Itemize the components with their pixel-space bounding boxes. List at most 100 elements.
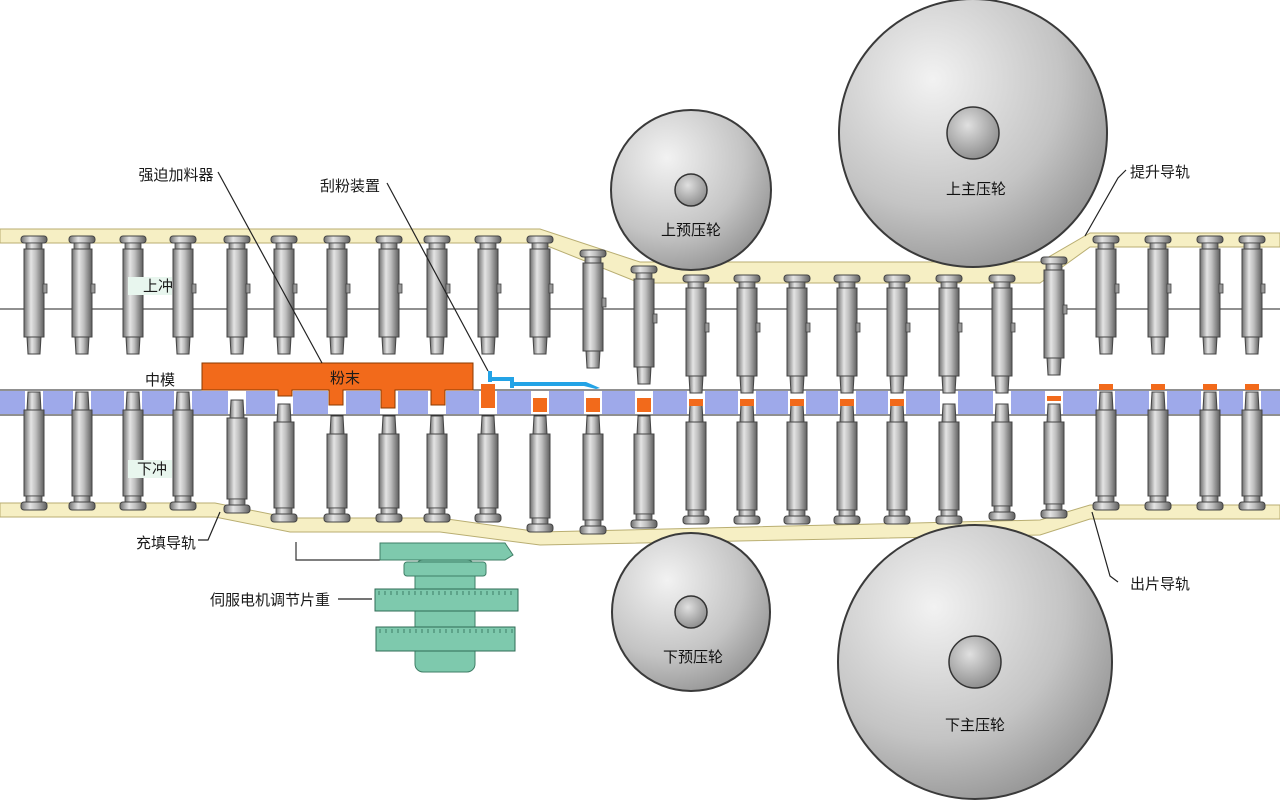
lower-punch — [883, 403, 911, 525]
powder-dose — [1099, 384, 1113, 390]
lower-pre-compression-wheel: 下预压轮 — [611, 532, 771, 692]
upper-main-compression-wheel: 上主压轮 — [838, 0, 1108, 268]
upper-punch — [1092, 235, 1120, 355]
upper-punch — [323, 235, 351, 355]
lower-punch — [323, 415, 351, 523]
lower-punch — [579, 415, 607, 535]
upper-punch — [733, 274, 761, 394]
upper-punch — [68, 235, 96, 355]
upper-punch — [883, 274, 911, 394]
lift-rail-label: 提升导轨 — [1130, 163, 1190, 181]
powder-dose — [1203, 384, 1217, 390]
servo-bracket — [295, 542, 380, 561]
scraper-device — [488, 371, 600, 389]
lower-punch — [1144, 391, 1172, 511]
lower-punch — [423, 415, 451, 523]
lower-punch — [1040, 403, 1068, 519]
powder-dose — [637, 398, 651, 412]
lower-main-wheel-hub — [948, 635, 1002, 689]
powder-dose — [1151, 384, 1165, 390]
servo-shaft — [414, 559, 476, 673]
powder-dose — [740, 399, 754, 406]
servo-gear-lower — [375, 626, 516, 652]
upper-punch — [474, 235, 502, 355]
upper-pre-compression-wheel: 上预压轮 — [610, 109, 772, 271]
lower-punch — [169, 391, 197, 511]
upper-pre-wheel-hub — [674, 173, 708, 207]
upper-punch — [169, 235, 197, 355]
powder-dose — [481, 384, 495, 408]
fill-rail-leader — [198, 511, 221, 541]
servo-collar — [403, 561, 487, 577]
lower-punch — [1196, 391, 1224, 511]
powder-dose — [586, 398, 600, 412]
upper-punch — [20, 235, 48, 355]
upper-punch — [223, 235, 251, 355]
powder-label: 粉末 — [330, 369, 360, 387]
upper-punch — [988, 274, 1016, 394]
upper-punch — [375, 235, 403, 355]
upper-punch — [526, 235, 554, 355]
upper-punch — [579, 249, 607, 369]
forced-feeder: 粉末 — [201, 362, 474, 409]
servo-cam-head — [379, 542, 514, 561]
upper-punch — [270, 235, 298, 355]
lower-punch — [833, 403, 861, 525]
lower-punch — [988, 403, 1016, 521]
powder-dose — [840, 399, 854, 406]
upper-punch-label: 上冲 — [143, 277, 173, 295]
forced-feeder-leader — [217, 171, 323, 364]
lower-punch — [474, 415, 502, 523]
lower-punch — [270, 403, 298, 523]
upper-punch-label-bg — [128, 277, 172, 295]
servo-gear-assembly — [295, 542, 519, 673]
eject-rail-label: 出片导轨 — [1130, 575, 1190, 593]
upper-punch — [423, 235, 451, 355]
powder-dose — [1047, 396, 1061, 401]
lower-pre-wheel-label: 下预压轮 — [663, 648, 723, 666]
upper-punch — [630, 265, 658, 385]
lower-punch-label: 下冲 — [137, 460, 167, 478]
powder-feeder-body — [201, 362, 474, 409]
lower-pre-wheel-hub — [674, 595, 708, 629]
lower-punch — [526, 415, 554, 533]
powder-dose — [890, 399, 904, 406]
lower-punch — [375, 415, 403, 523]
lower-punch — [783, 403, 811, 525]
powder-dose — [533, 398, 547, 412]
upper-punch — [682, 274, 710, 394]
upper-punches — [20, 235, 1266, 394]
middle-die-label: 中模 — [145, 371, 175, 389]
powder-dose — [1245, 384, 1259, 390]
lower-main-wheel-label: 下主压轮 — [945, 716, 1005, 734]
upper-punch — [1144, 235, 1172, 355]
scraper-label: 刮粉装置 — [320, 177, 380, 195]
lower-main-compression-wheel: 下主压轮 — [837, 524, 1113, 800]
lower-punch — [935, 403, 963, 525]
forced-feeder-label: 强迫加料器 — [138, 166, 213, 184]
upper-pre-wheel-label: 上预压轮 — [661, 221, 721, 239]
lower-punches — [20, 391, 1266, 535]
upper-main-wheel-hub — [946, 106, 1000, 160]
lower-punch — [630, 415, 658, 529]
scraper-leader — [386, 182, 489, 372]
lift-rail-leader — [1084, 169, 1127, 237]
lower-punch — [733, 403, 761, 525]
leader-lines — [198, 169, 1127, 600]
upper-punch — [1196, 235, 1224, 355]
servo-label: 伺服电机调节片重 — [210, 591, 330, 609]
powder-dose — [689, 399, 703, 406]
servo-gear-upper — [374, 588, 519, 612]
powder-dose — [790, 399, 804, 406]
fill-rail-label: 充填导轨 — [136, 534, 196, 552]
upper-punch — [783, 274, 811, 394]
eject-rail-leader — [1091, 511, 1119, 583]
upper-punch — [1040, 256, 1068, 376]
lower-punch-label-bg — [128, 460, 172, 478]
upper-punch — [1238, 235, 1266, 355]
lower-punch — [119, 391, 147, 511]
lower-punch — [223, 399, 251, 514]
lower-punch — [1092, 391, 1120, 511]
